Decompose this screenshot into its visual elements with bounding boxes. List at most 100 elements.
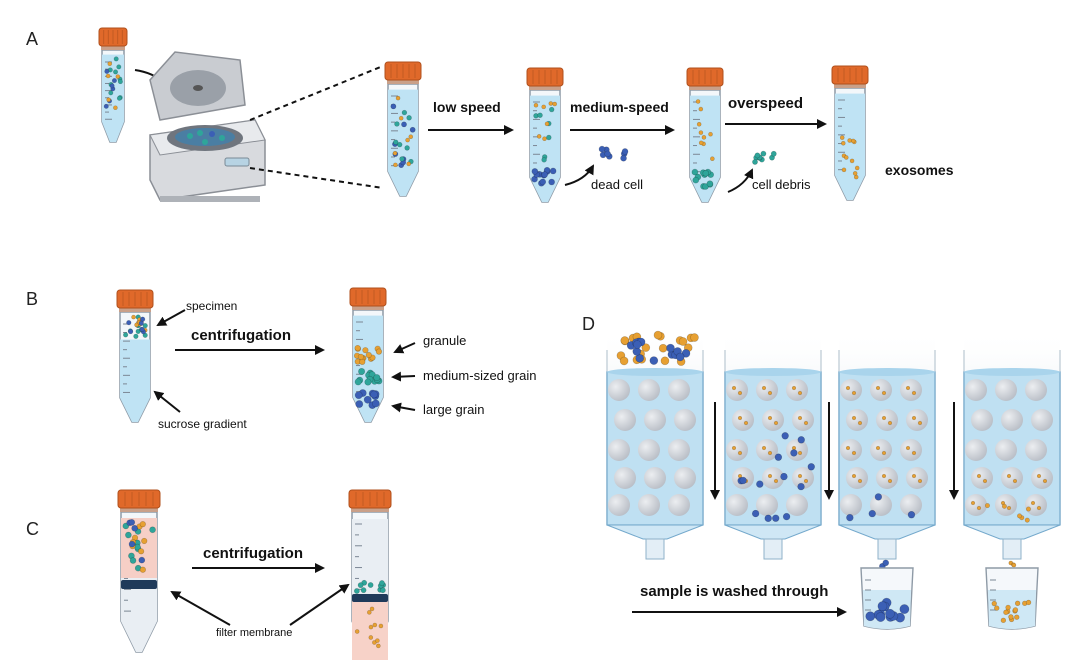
column-outlet (763, 538, 783, 560)
particle (353, 588, 360, 594)
resin-bead (614, 409, 636, 431)
panel-a-differential-centrifugation: low speed medium-speed overspeed dead ce… (98, 27, 954, 203)
exosome-in-bead (773, 420, 779, 426)
particle (393, 162, 398, 168)
exosome-in-bead (1030, 500, 1036, 506)
column-outlet (1002, 538, 1022, 560)
resin-bead (668, 379, 690, 401)
column-funnel (606, 524, 704, 540)
tube-neck (120, 507, 158, 512)
particle (354, 391, 363, 400)
particle (598, 145, 606, 153)
particle (141, 537, 148, 545)
particle (129, 557, 137, 564)
particle (698, 106, 704, 112)
exosome-in-bead (797, 415, 803, 421)
particle (708, 131, 713, 137)
resin-bead (786, 494, 808, 516)
exosome-in-bead (791, 385, 797, 391)
particle (751, 509, 760, 518)
particle (539, 178, 547, 186)
exosome-in-bead (797, 450, 803, 456)
particle (364, 378, 372, 386)
panel-label-c: C (26, 519, 39, 539)
exosome-in-bead (905, 385, 911, 391)
particle (698, 130, 704, 135)
exosome-in-bead (857, 478, 863, 484)
particle (401, 121, 407, 128)
particle (698, 140, 704, 146)
column-outlet (877, 538, 897, 560)
particle (549, 167, 557, 175)
particle (1017, 513, 1023, 519)
exosome-in-bead (970, 500, 976, 506)
particle (398, 115, 404, 121)
exosome-in-bead (875, 385, 881, 391)
particle (696, 121, 702, 127)
resin-bead (1025, 439, 1047, 461)
particle (666, 343, 675, 353)
particle (764, 514, 772, 523)
tube-exosomes (831, 65, 869, 201)
dead-cell-label: dead cell (591, 177, 643, 192)
zoom-line-bottom (249, 167, 384, 189)
particle (1001, 503, 1007, 509)
particle (363, 395, 372, 404)
particle (739, 476, 747, 485)
particle (1012, 607, 1019, 613)
gradient-arrow (153, 390, 181, 413)
resin-bead (876, 409, 898, 431)
particle (633, 340, 642, 349)
exosome-in-bead (881, 473, 887, 479)
particle (371, 399, 380, 408)
exosome-in-bead (731, 445, 737, 451)
sample-tube-icon (98, 27, 128, 143)
particle (142, 323, 148, 329)
particle (123, 332, 129, 338)
particle (117, 79, 123, 85)
particle (782, 512, 791, 521)
particle (367, 582, 374, 588)
particle (882, 559, 890, 567)
particle (807, 463, 815, 471)
particle (103, 103, 109, 109)
particle (128, 540, 136, 548)
particle (1000, 617, 1007, 624)
particle (790, 449, 798, 457)
tube-specimen-on-gradient (116, 289, 154, 423)
particle (1024, 517, 1030, 523)
particle (358, 367, 366, 375)
tube-neck (689, 85, 721, 90)
particle (138, 556, 146, 564)
particle (533, 102, 539, 108)
exosome-in-bead (881, 450, 887, 456)
particle (843, 155, 849, 160)
dead-cell-arrow (564, 164, 594, 186)
particle (138, 548, 145, 555)
resin-bead (1025, 494, 1047, 516)
particle (1003, 609, 1009, 616)
particle (357, 353, 365, 360)
particle (548, 178, 555, 186)
large-grain-label: large grain (423, 402, 484, 417)
particle (394, 121, 400, 127)
resin-bead (870, 439, 892, 461)
particle (544, 121, 550, 127)
particle (113, 69, 119, 75)
particle (360, 587, 367, 594)
particle (658, 343, 668, 353)
particle (405, 137, 410, 143)
exosome-in-bead (982, 478, 988, 484)
particle (620, 154, 627, 162)
particle (541, 171, 549, 178)
particle (126, 320, 132, 326)
step-label-low-speed: low speed (433, 99, 501, 115)
resin-bead (900, 494, 922, 516)
buffer-surface (725, 368, 821, 376)
particle (375, 348, 383, 355)
resin-bead (638, 379, 660, 401)
particle (406, 115, 412, 121)
particle (865, 611, 876, 622)
sucrose-gradient-label: sucrose gradient (158, 417, 247, 431)
